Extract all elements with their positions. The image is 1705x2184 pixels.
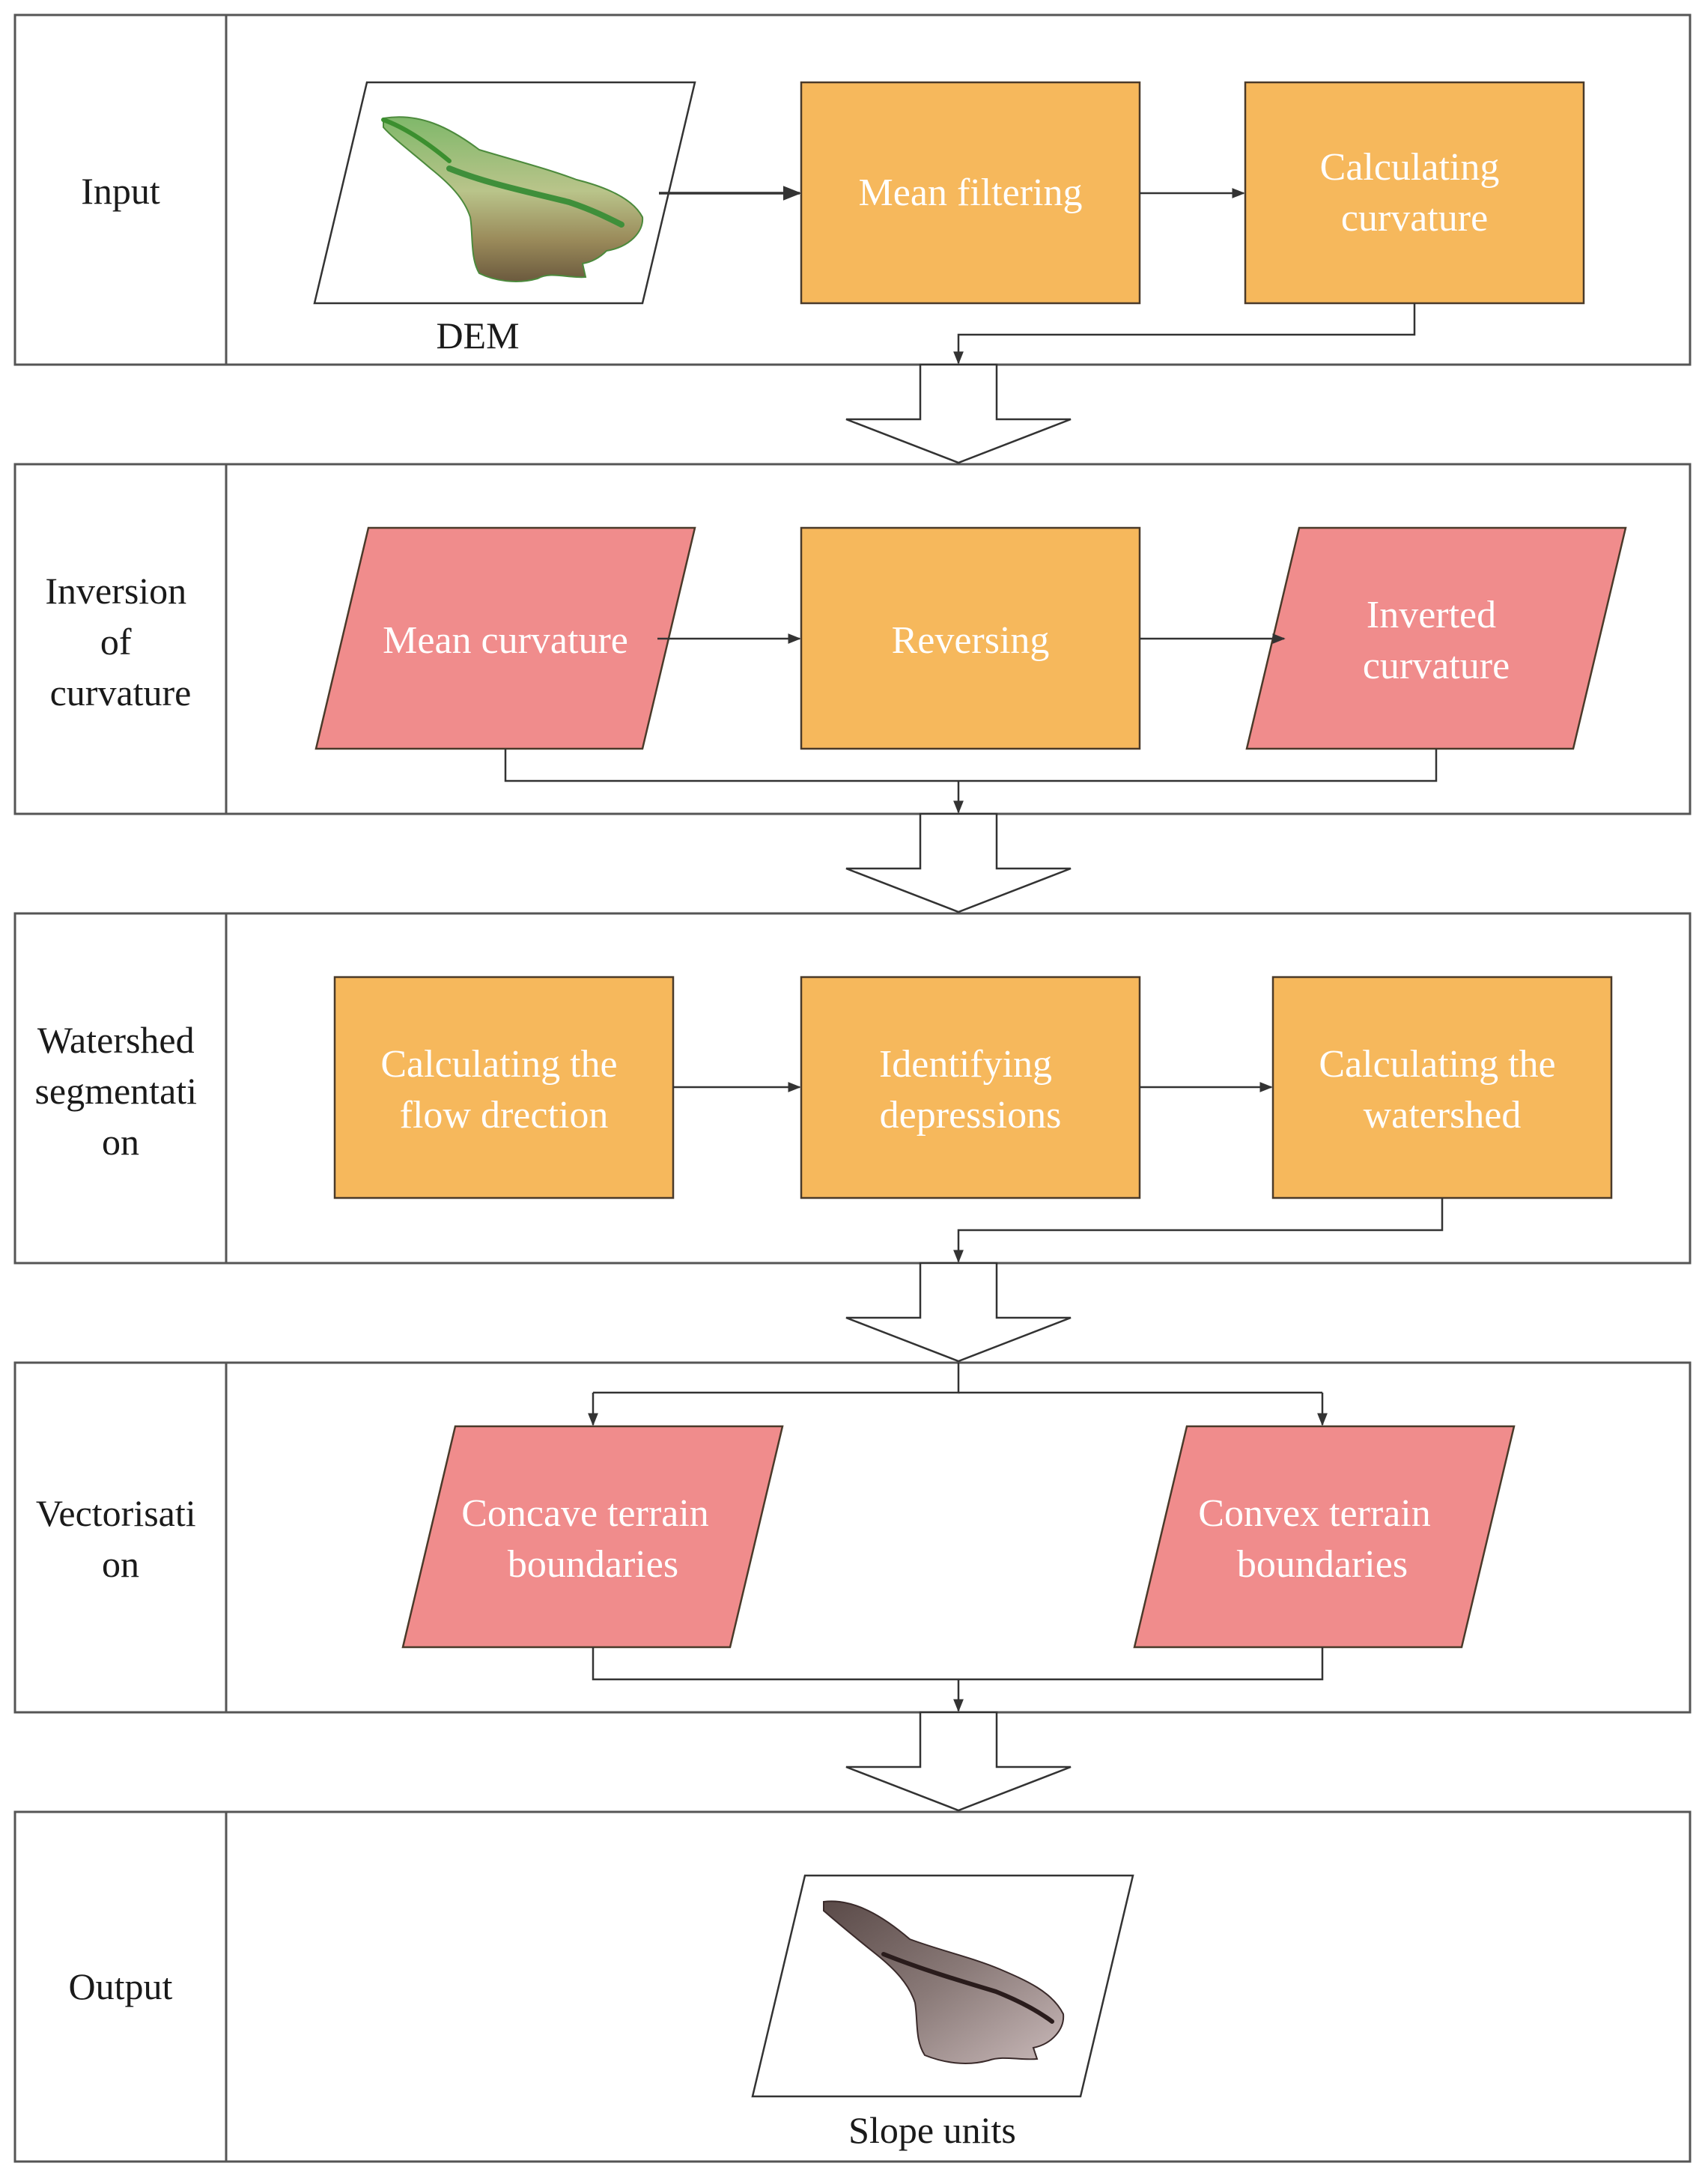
- node-calculating-watershed: Calculating the watershed: [1271, 976, 1613, 1199]
- connectors: [504, 186, 1444, 1712]
- stage-frame-vectorisation: [13, 1361, 1692, 1714]
- connector-watershed-down: [953, 1198, 1444, 1263]
- svg-text:Mean curvature: Mean curvature: [383, 619, 628, 662]
- slope-units-map: [823, 1900, 1065, 2064]
- dem-terrain-map: [381, 116, 644, 282]
- stage-arrow-4: [845, 1711, 1072, 1812]
- stage-arrow-1: [845, 363, 1072, 464]
- stage-frame-inversion: [13, 463, 1692, 815]
- stage-frames: [13, 13, 1692, 2163]
- svg-text:Inverted curvature: Inverted curvature: [1363, 594, 1510, 687]
- stage-label-watershed: Watershed segmentati on: [34, 1019, 206, 1163]
- stage-frame-watershed: [13, 912, 1692, 1265]
- connector-stage2-merge: [504, 749, 1438, 782]
- dem-caption: DEM: [436, 314, 519, 356]
- svg-text:Calculating the flow dre: Calculating the flow drection: [380, 1043, 627, 1137]
- svg-text:Concave terrain boundari: Concave terrain boundaries: [461, 1492, 719, 1586]
- stage-transition-arrows: [845, 363, 1072, 1812]
- node-mean-filtering: Mean filtering: [800, 81, 1141, 305]
- node-dem: [313, 81, 696, 305]
- stage-arrow-2: [845, 812, 1072, 913]
- node-convex-boundaries: Convex terrain boundaries: [1133, 1425, 1516, 1649]
- stage-label-input: Input: [81, 170, 160, 212]
- node-calculating-curvature: Calculating curvature: [1244, 81, 1585, 305]
- stage-label-output: Output: [69, 1965, 173, 2007]
- connector-curvature-down: [953, 303, 1416, 365]
- connector-stage4-merge: [592, 1647, 1324, 1681]
- connector-split: [593, 1363, 960, 1394]
- stage-frame-output: [13, 1810, 1692, 2163]
- stage-arrow-3: [845, 1262, 1072, 1363]
- stage-label-vectorisation: Vectorisati on: [36, 1492, 205, 1585]
- node-slope-units: [751, 1874, 1134, 2098]
- svg-text:Identifying depressions: Identifying depressions: [879, 1043, 1062, 1137]
- stage-label-inversion: Inversion of curvature: [45, 570, 195, 714]
- node-inverted-curvature: Inverted curvature: [1245, 526, 1627, 750]
- svg-text:Convex terrain boundarie: Convex terrain boundaries: [1198, 1492, 1440, 1586]
- slope-units-caption: Slope units: [848, 2109, 1016, 2151]
- svg-text:Calculating curvature: Calculating curvature: [1320, 146, 1510, 240]
- svg-text:Reversing: Reversing: [892, 619, 1050, 662]
- svg-text:Mean filtering: Mean filtering: [859, 171, 1083, 214]
- node-mean-curvature: Mean curvature: [314, 526, 696, 750]
- node-identifying-depressions: Identifying depressions: [800, 976, 1141, 1199]
- svg-text:Calculating the watershe: Calculating the watershed: [1319, 1043, 1565, 1137]
- node-flow-direction: Calculating the flow drection: [333, 976, 675, 1199]
- node-reversing: Reversing: [800, 526, 1141, 750]
- stage-frame-input: [13, 13, 1692, 366]
- node-concave-boundaries: Concave terrain boundaries: [401, 1425, 784, 1649]
